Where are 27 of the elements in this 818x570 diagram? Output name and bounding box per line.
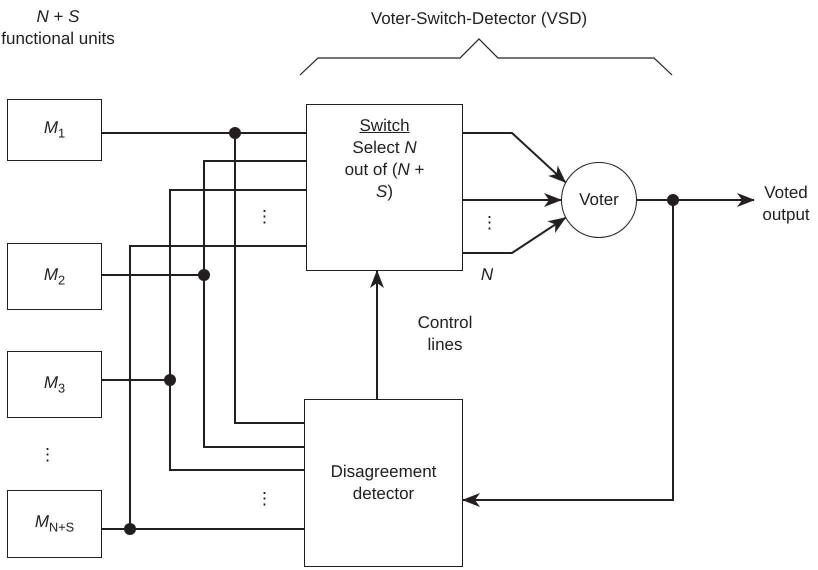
- detector-box: [304, 399, 463, 567]
- ellipsis: ⋮: [256, 488, 270, 510]
- ellipsis: ⋮: [39, 444, 53, 466]
- arrow: [463, 193, 562, 207]
- arrow: [463, 216, 566, 254]
- signal-label: N: [480, 264, 494, 286]
- box-label: M$_{2}$: [44, 264, 66, 289]
- output-label: Voted output: [754, 182, 818, 226]
- box-label: Switch: [359, 115, 410, 137]
- heading-text: N + S functional units: [0, 6, 116, 50]
- box-label: Disagreement detector: [330, 460, 438, 505]
- title: Voter-Switch-Detector (VSD): [370, 8, 588, 30]
- unit-box: [7, 490, 102, 558]
- ellipsis: ⋮: [481, 212, 495, 234]
- unit-box: [7, 243, 102, 310]
- edge-label: Control lines: [416, 312, 474, 356]
- switch-box: [306, 104, 463, 271]
- arrow: [463, 132, 566, 183]
- box-label: M$_{1}$: [44, 117, 66, 142]
- node-label: Voter: [579, 188, 619, 211]
- box-label: M$_{3}$: [44, 372, 66, 397]
- box-label: M$_{N+S}$: [34, 511, 74, 536]
- unit-box: [7, 351, 102, 418]
- unit-box: [7, 99, 102, 161]
- box-label: Select N out of (N + S): [344, 137, 426, 204]
- arrow: [370, 270, 384, 399]
- ellipsis: ⋮: [256, 206, 270, 228]
